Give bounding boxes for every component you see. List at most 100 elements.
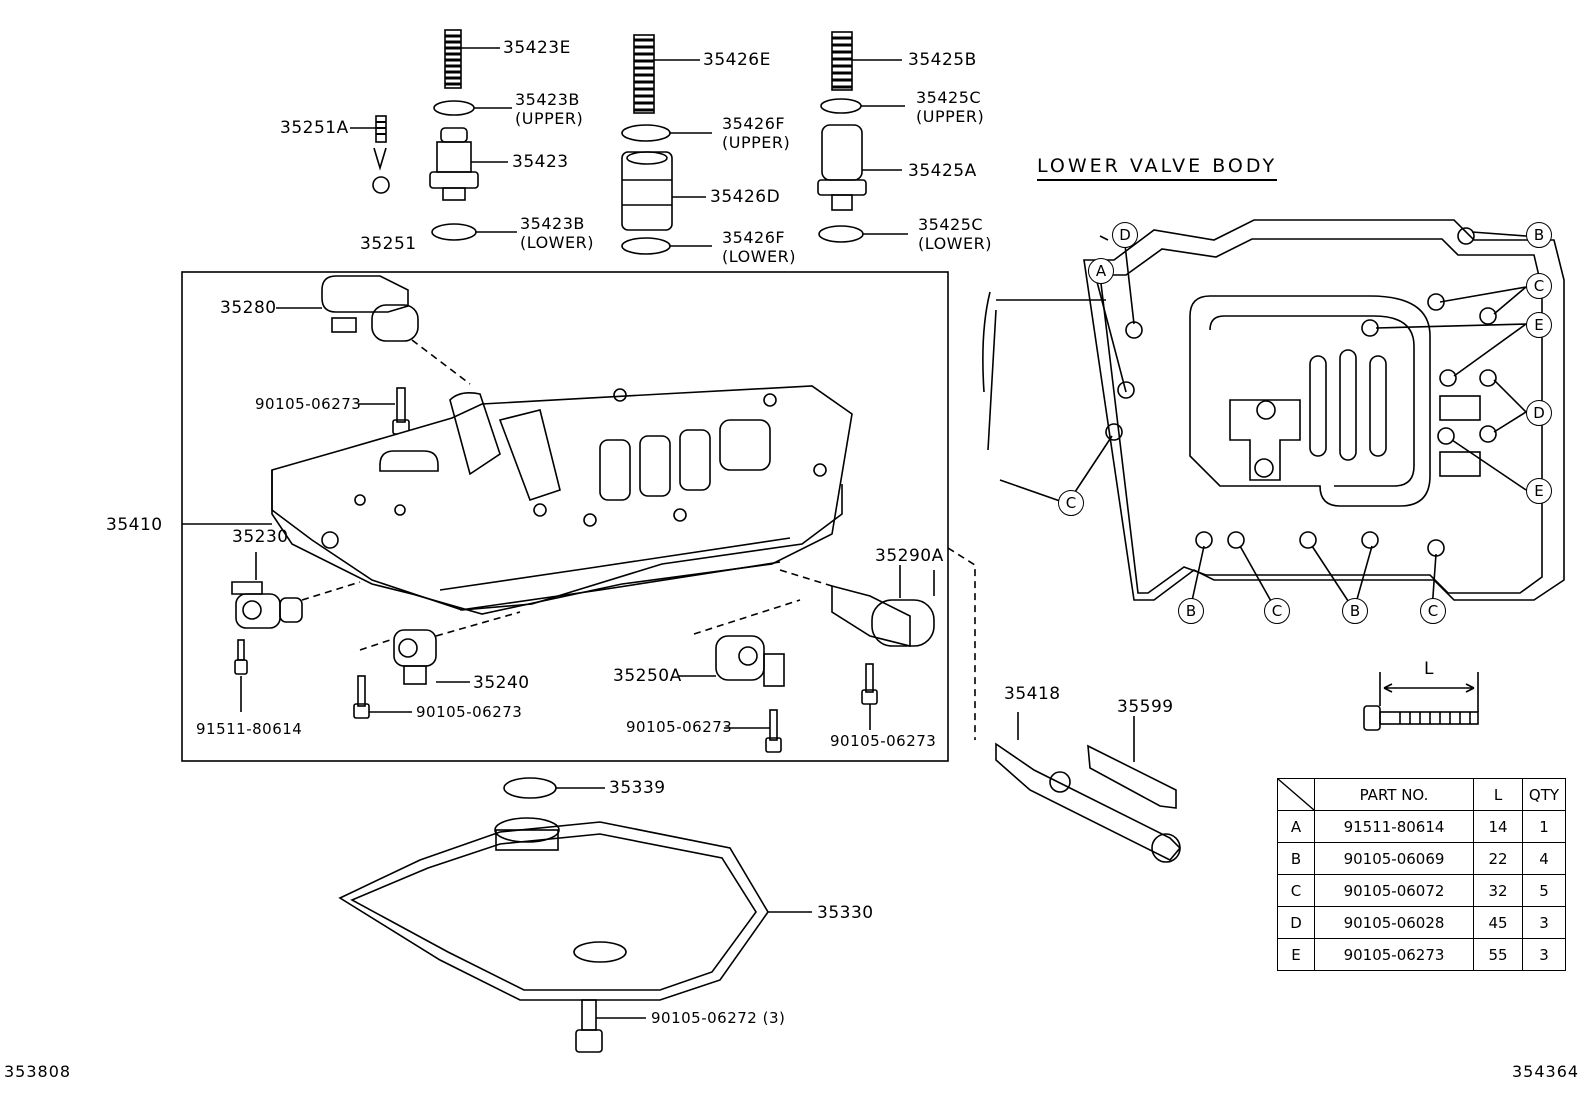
label-35423b-upper: 35423B (UPPER) <box>515 90 583 128</box>
label-35410: 35410 <box>106 515 163 535</box>
label-35426e: 35426E <box>703 50 771 70</box>
label-35251: 35251 <box>360 234 417 254</box>
assembly-frame <box>181 271 949 762</box>
part-position: (LOWER) <box>918 234 992 253</box>
spring-35423e <box>444 29 500 89</box>
callout-d-top: D <box>1112 222 1138 248</box>
oring-35423b-upper <box>433 100 512 116</box>
bolt-spec-table: PART NO. L QTY A 91511-80614 14 1 B 9010… <box>1277 778 1566 971</box>
label-91511-80614: 91511-80614 <box>196 720 303 738</box>
table-row: E 90105-06273 55 3 <box>1277 938 1566 971</box>
callout-b-top: B <box>1526 222 1552 248</box>
part-number: 35425C <box>916 88 982 107</box>
callout-c-right: C <box>1526 273 1552 299</box>
row-key: B <box>1277 842 1315 875</box>
part-number: 35426F <box>722 228 786 247</box>
callout-b-bottom-left: B <box>1178 598 1204 624</box>
callout-e-top: E <box>1526 312 1552 338</box>
oring-35425c-upper <box>820 98 905 114</box>
row-key: C <box>1277 874 1315 907</box>
part-position: (LOWER) <box>722 247 796 266</box>
row-part-no: 90105-06273 <box>1314 938 1474 971</box>
solenoid-35290a <box>779 547 976 740</box>
image-code-right: 354364 <box>1512 1062 1580 1081</box>
table-row: A 91511-80614 14 1 <box>1277 810 1566 843</box>
detent-spring-35599 <box>1087 716 1177 809</box>
label-35230: 35230 <box>232 527 289 547</box>
valve-35423 <box>429 127 508 201</box>
drain-bolt-90105-06272 <box>575 999 646 1053</box>
spring-35425b <box>831 31 902 91</box>
oring-35426f-upper <box>621 124 712 142</box>
part-number: 35423B <box>520 214 585 233</box>
oring-35425c-lower <box>818 225 908 243</box>
check-ball-spring-35251a <box>350 115 390 194</box>
label-35240: 35240 <box>473 673 530 693</box>
bolt-e-mid <box>724 709 782 753</box>
bolt-e-upper <box>358 387 410 435</box>
image-code-left: 353808 <box>4 1062 72 1081</box>
label-90105-06273-left: 90105-06273 <box>416 703 523 721</box>
diagonal-divider <box>1278 779 1314 810</box>
callout-d-right: D <box>1526 400 1552 426</box>
callout-c-bottom-mid: C <box>1264 598 1290 624</box>
callout-c-left: C <box>1058 490 1084 516</box>
label-35425a: 35425A <box>908 161 977 181</box>
label-90105-06272: 90105-06272 (3) <box>651 1009 786 1027</box>
row-length: 22 <box>1473 842 1523 875</box>
row-qty: 3 <box>1522 938 1566 971</box>
bolt-a <box>234 639 248 712</box>
bolt-e-left <box>353 675 412 719</box>
callout-a: A <box>1088 258 1114 284</box>
part-position: (UPPER) <box>515 109 584 128</box>
manual-valve-35418 <box>995 712 1182 863</box>
part-number: 35425C <box>918 215 984 234</box>
bolt-e-right <box>861 663 878 730</box>
row-length: 32 <box>1473 874 1523 907</box>
label-35280: 35280 <box>220 298 277 318</box>
label-35251a: 35251A <box>280 118 349 138</box>
row-key: E <box>1277 938 1315 971</box>
row-key: D <box>1277 906 1315 939</box>
part-position: (LOWER) <box>520 233 594 252</box>
label-35426f-lower: 35426F (LOWER) <box>722 228 796 266</box>
header-part-no: PART NO. <box>1314 778 1474 811</box>
label-35425c-lower: 35425C (LOWER) <box>918 215 992 253</box>
row-part-no: 90105-06028 <box>1314 906 1474 939</box>
label-35418: 35418 <box>1004 684 1061 704</box>
row-key: A <box>1277 810 1315 843</box>
oring-35339 <box>503 777 605 799</box>
row-qty: 4 <box>1522 842 1566 875</box>
row-qty: 5 <box>1522 874 1566 907</box>
label-90105-06273-upper: 90105-06273 <box>255 395 362 413</box>
label-bolt-length: L <box>1424 659 1434 679</box>
label-35290a: 35290A <box>875 546 944 566</box>
valve-body-35410 <box>182 385 853 615</box>
part-position: (UPPER) <box>916 107 985 126</box>
row-length: 45 <box>1473 906 1523 939</box>
label-35425b: 35425B <box>908 50 977 70</box>
part-number: 35426F <box>722 114 786 133</box>
table-row: B 90105-06069 22 4 <box>1277 842 1566 875</box>
label-35426f-upper: 35426F (UPPER) <box>722 114 790 152</box>
part-number: 35423B <box>515 90 580 109</box>
label-90105-06273-right: 90105-06273 <box>830 732 937 750</box>
solenoid-35250a <box>678 599 801 687</box>
lower-valve-body-drawing <box>982 219 1565 611</box>
label-35423e: 35423E <box>503 38 571 58</box>
label-90105-06273-mid: 90105-06273 <box>626 718 733 736</box>
table-corner-cell <box>1277 778 1315 811</box>
row-length: 55 <box>1473 938 1523 971</box>
solenoid-35240 <box>359 611 521 685</box>
label-35339: 35339 <box>609 778 666 798</box>
callout-c-bottom-right: C <box>1420 598 1446 624</box>
header-qty: QTY <box>1522 778 1566 811</box>
label-35423b-lower: 35423B (LOWER) <box>520 214 594 252</box>
callout-e-bottom: E <box>1526 478 1552 504</box>
header-length: L <box>1473 778 1523 811</box>
label-35250a: 35250A <box>613 666 682 686</box>
table-row: C 90105-06072 32 5 <box>1277 874 1566 907</box>
row-qty: 1 <box>1522 810 1566 843</box>
section-title: LOWER VALVE BODY <box>1037 155 1278 181</box>
